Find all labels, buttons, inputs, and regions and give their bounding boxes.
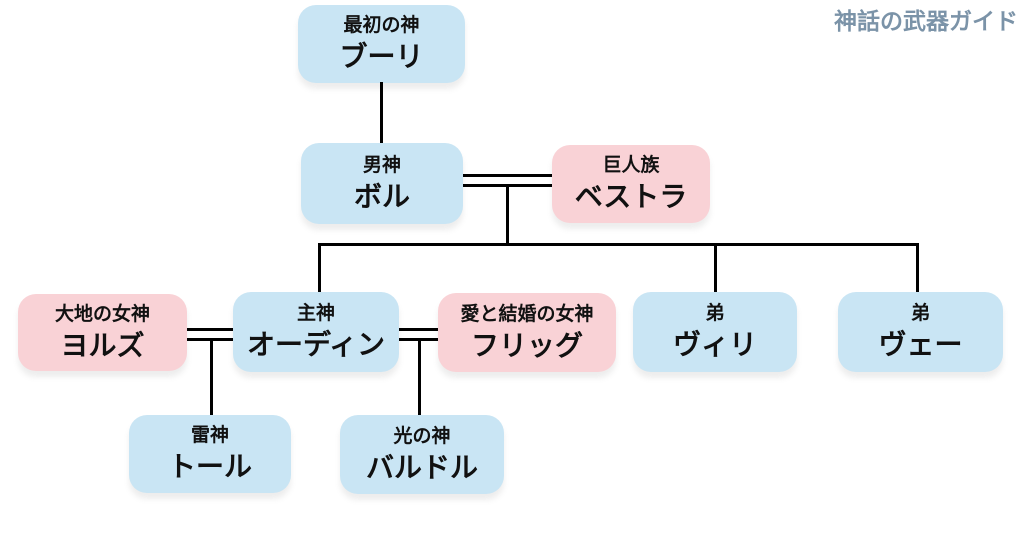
- node-name: ボル: [353, 180, 410, 212]
- node-name: トール: [167, 451, 252, 483]
- node-name: バルドル: [365, 451, 478, 483]
- marriage-line-odin-frigg-top: [399, 328, 438, 331]
- connector-bar-odin: [318, 245, 321, 292]
- connector-buri-bor: [380, 82, 383, 143]
- connector-bar-ve: [916, 243, 919, 292]
- connector-odin-frigg-baldr: [418, 338, 421, 415]
- node-name: ブーリ: [339, 41, 424, 73]
- connector-parents-to-sibling-bar: [506, 184, 509, 246]
- node-title: 巨人族: [602, 155, 660, 177]
- node-vili: 弟 ヴィリ: [633, 292, 797, 372]
- node-buri: 最初の神 ブーリ: [298, 5, 465, 83]
- node-jord: 大地の女神 ヨルズ: [18, 294, 187, 371]
- node-frigg: 愛と結婚の女神 フリッグ: [438, 293, 616, 372]
- node-title: 弟: [705, 303, 725, 325]
- node-title: 大地の女神: [54, 303, 150, 325]
- watermark-site-title: 神話の武器ガイド: [834, 8, 1018, 34]
- node-title: 主神: [296, 303, 335, 325]
- node-title: 弟: [910, 303, 930, 325]
- node-title: 男神: [362, 154, 401, 176]
- node-name: ヴェー: [878, 329, 963, 361]
- node-bor: 男神 ボル: [301, 143, 463, 224]
- connector-bar-vili: [714, 245, 717, 292]
- node-bestla: 巨人族 ベストラ: [552, 145, 710, 223]
- node-odin: 主神 オーディン: [233, 292, 399, 372]
- node-name: ヨルズ: [60, 329, 145, 361]
- node-title: 光の神: [393, 425, 451, 447]
- node-title: 最初の神: [343, 15, 420, 37]
- node-thor: 雷神 トール: [129, 415, 291, 493]
- node-name: ヴィリ: [672, 329, 757, 361]
- node-baldr: 光の神 バルドル: [340, 415, 504, 494]
- node-title: 雷神: [190, 425, 229, 447]
- node-ve: 弟 ヴェー: [838, 292, 1003, 372]
- node-title: 愛と結婚の女神: [460, 303, 594, 325]
- sibling-bar: [318, 243, 919, 246]
- connector-jord-odin-thor: [210, 338, 213, 415]
- marriage-line-jord-odin-top: [187, 328, 233, 331]
- marriage-line-bor-bestla-top: [463, 174, 552, 177]
- node-name: ベストラ: [574, 181, 688, 213]
- node-name: フリッグ: [470, 329, 583, 361]
- node-name: オーディン: [246, 329, 386, 361]
